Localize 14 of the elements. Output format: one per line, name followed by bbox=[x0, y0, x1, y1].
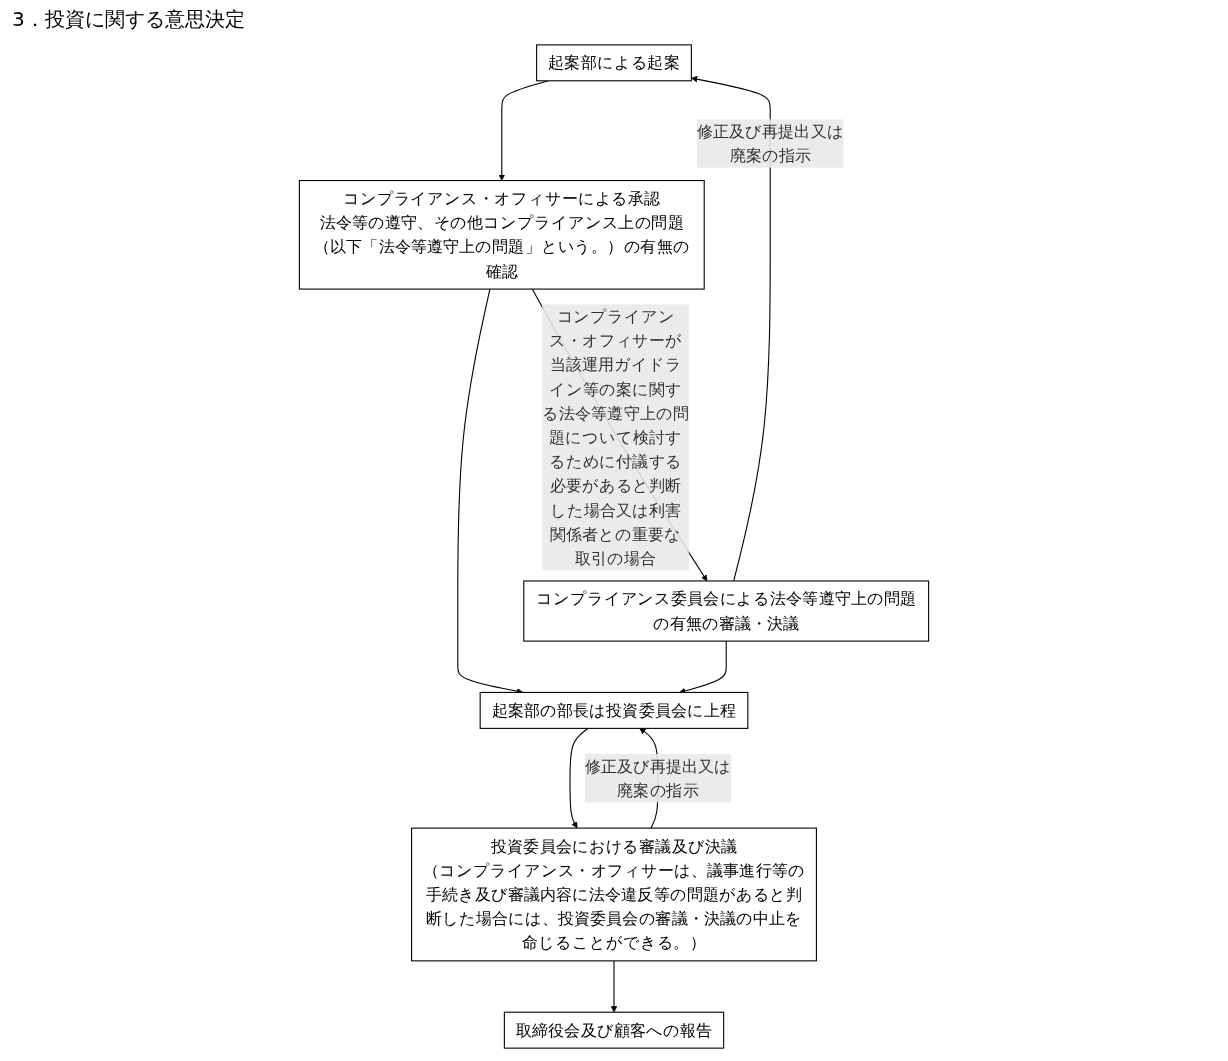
edge-label: コンプライアンス・オフィサーが当該運用ガイドライン等の案に関する法令等遵守上の問題について検討するために付議する必要があると判断した場合又は利害関係者との重要な取引の場合 bbox=[542, 307, 689, 568]
node-box: コンプライアンス・オフィサーによる承認 法令等の遵守、その他コンプライアンス上の問題（以下「法令等遵守上の問題」という。）の有無の確認 bbox=[298, 180, 705, 290]
arrow bbox=[610, 960, 618, 1013]
arrow bbox=[569, 727, 589, 829]
edge-label: 修正及び再提出又は廃案の指示 bbox=[696, 122, 844, 165]
node-box: コンプライアンス委員会による法令等遵守上の問題の有無の審議・決議 bbox=[523, 580, 930, 642]
node-box: 起案部の部長は投資委員会に上程 bbox=[479, 691, 749, 729]
diagram-title: 3．投資に関する意思決定 bbox=[12, 6, 246, 33]
edge-label: 修正及び再提出又は廃案の指示 bbox=[584, 756, 732, 800]
node-box: 起案部による起案 bbox=[536, 44, 692, 82]
node-box: 投資委員会における審議及び決議 （コンプライアンス・オフィサーは、議事進行等の手続き及び審議内容に法令違反等の問題があると判断した場合には、投資委員会の審議・決議の中止を命じることができる。） bbox=[411, 827, 817, 962]
node-box: 取締役会及び顧客への報告 bbox=[503, 1011, 725, 1049]
arrow bbox=[679, 640, 727, 694]
arrow bbox=[691, 76, 771, 582]
